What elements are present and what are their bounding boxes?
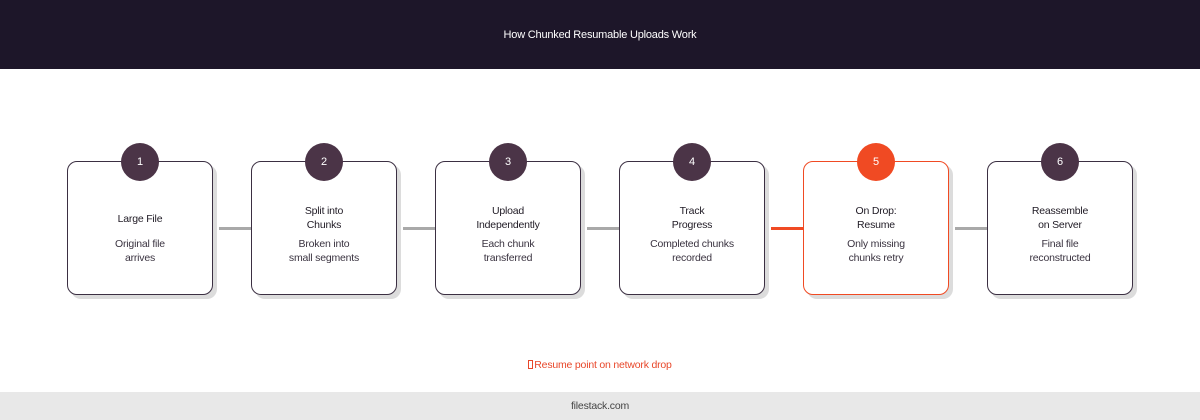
step-connector-active (771, 227, 807, 230)
step-description: Only missing chunks retry (847, 238, 905, 264)
resume-note-text: Resume point on network drop (534, 359, 672, 371)
step-description: Final file reconstructed (1029, 238, 1091, 264)
step-card-4: 4 Track Progress Completed chunks record… (619, 143, 765, 295)
step-description: Broken into small segments (288, 238, 360, 264)
step-description: Completed chunks recorded (650, 238, 734, 264)
step-connector (219, 227, 255, 230)
step-description: Each chunk transferred (481, 238, 535, 264)
step-card-3: 3 Upload Independently Each chunk transf… (435, 143, 581, 295)
step-number-badge: 2 (305, 143, 343, 181)
step-title: Upload Independently (476, 205, 540, 231)
footer-source: filestack.com (570, 400, 630, 412)
step-description: Original file arrives (115, 238, 165, 264)
step-card-2: 2 Split into Chunks Broken into small se… (251, 143, 397, 295)
step-connector (955, 227, 991, 230)
step-card-5: 5 On Drop: Resume Only missing chunks re… (803, 143, 949, 295)
step-number-badge: 3 (489, 143, 527, 181)
step-number-badge: 4 (673, 143, 711, 181)
step-title: Split into Chunks (304, 205, 344, 231)
footer-bar: filestack.com (0, 392, 1200, 420)
page-title: How Chunked Resumable Uploads Work (503, 28, 697, 41)
step-number-badge: 5 (857, 143, 895, 181)
step-card-6: 6 Reassemble on Server Final file recons… (987, 143, 1133, 295)
resume-note: Resume point on network drop (0, 359, 1200, 371)
step-title: Track Progress (671, 205, 713, 231)
step-connector (587, 227, 623, 230)
step-title: On Drop: Resume (855, 205, 897, 231)
step-number-badge: 1 (121, 143, 159, 181)
step-title: Reassemble on Server (1031, 205, 1089, 231)
step-card-1: 1 Large File Original file arrives (67, 143, 213, 295)
header-bar: How Chunked Resumable Uploads Work (0, 0, 1200, 69)
missing-glyph-icon (528, 360, 534, 369)
step-number-badge: 6 (1041, 143, 1079, 181)
step-connector (403, 227, 439, 230)
step-title: Large File (117, 213, 163, 225)
